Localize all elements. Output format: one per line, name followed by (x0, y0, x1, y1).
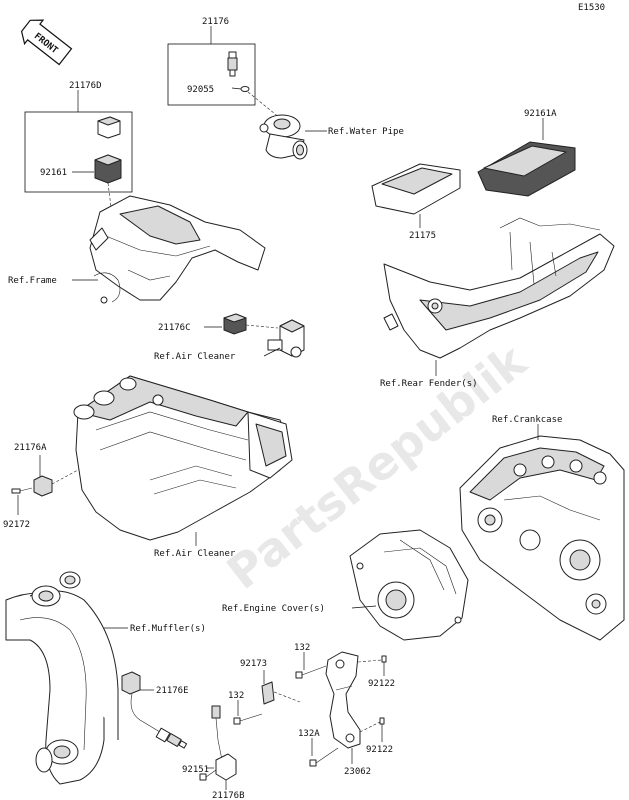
pin-92122-top (381, 655, 387, 663)
callout-23062: 23062 (344, 767, 371, 777)
sensor-21176A-icon (33, 475, 53, 497)
callout-92122-bottom: 92122 (366, 745, 393, 755)
water-temp-sensor-group (167, 26, 327, 160)
ref-frame-label: Ref.Frame (8, 276, 57, 286)
callout-21176C: 21176C (158, 323, 191, 333)
engine-cover-section (349, 529, 469, 641)
callout-92161A: 92161A (524, 109, 557, 119)
screw-92151-icon (199, 769, 217, 781)
sensor-clip-icon (223, 313, 247, 335)
callout-21175: 21175 (409, 231, 436, 241)
bracket-23062 (325, 651, 361, 749)
ref-air-cleaner-bottom-label: Ref.Air Cleaner (154, 549, 236, 559)
temp-sensor-icon (227, 51, 238, 77)
o2-connector-icon (121, 671, 141, 695)
callout-21176B: 21176B (212, 791, 245, 800)
ref-muffler-label: Ref.Muffler(s) (130, 624, 206, 634)
ecu-unit-icon (371, 163, 461, 215)
callout-21176A: 21176A (14, 443, 47, 453)
o2-sensor-icon (155, 727, 188, 749)
callout-132A: 132A (298, 729, 320, 739)
intake-sensor-21176A-group (11, 455, 79, 515)
ref-engine-cover-label: Ref.Engine Cover(s) (222, 604, 325, 614)
bolt-132-top-icon (295, 665, 327, 679)
ref-rear-fender-label: Ref.Rear Fender(s) (380, 379, 478, 389)
speed-sensor-21176B-icon (211, 705, 237, 781)
callout-21176: 21176 (202, 17, 229, 27)
ecu-group (371, 118, 576, 228)
water-pipe-housing (259, 114, 308, 160)
relay-kit-group (24, 90, 133, 216)
ref-water-pipe-label: Ref.Water Pipe (328, 127, 404, 137)
screw-icon (11, 487, 33, 494)
bolt-132A-icon (309, 747, 339, 767)
page-code: E1530 (578, 3, 605, 13)
callout-92055: 92055 (187, 85, 214, 95)
front-arrow-icon: FRONT (20, 19, 73, 66)
callout-92161: 92161 (40, 168, 67, 178)
ref-crankcase-label: Ref.Crankcase (492, 415, 562, 425)
callout-132-top: 132 (294, 643, 310, 653)
relay-kit-box (24, 111, 133, 193)
pin-92122-bottom (379, 717, 385, 725)
crankcase-section (459, 424, 625, 641)
rear-fender-section (383, 217, 615, 376)
callout-92173: 92173 (240, 659, 267, 669)
clamp-92173 (261, 681, 275, 705)
air-cleaner-box (73, 375, 293, 546)
o-ring-icon (240, 86, 250, 92)
connector-icon (97, 116, 121, 139)
callout-21176D: 21176D (69, 81, 102, 91)
bolt-132-mid-icon (233, 713, 263, 725)
ecu-cover-icon (477, 141, 576, 197)
air-temp-sensor-icon (267, 319, 305, 358)
callout-132-mid: 132 (228, 691, 244, 701)
callout-92151: 92151 (182, 765, 209, 775)
frame-section (72, 195, 266, 304)
callout-92172: 92172 (3, 520, 30, 530)
relay-cover-icon (94, 154, 122, 184)
callout-21176E: 21176E (156, 686, 189, 696)
oxygen-sensor-21176E-group (121, 671, 188, 749)
bracket-cluster (199, 651, 387, 790)
sensor-kit-box (167, 43, 256, 106)
muffler-section (5, 571, 128, 785)
callout-92122-top: 92122 (368, 679, 395, 689)
ref-air-cleaner-top-label: Ref.Air Cleaner (154, 352, 236, 362)
inlet-sensor-group (204, 313, 305, 358)
